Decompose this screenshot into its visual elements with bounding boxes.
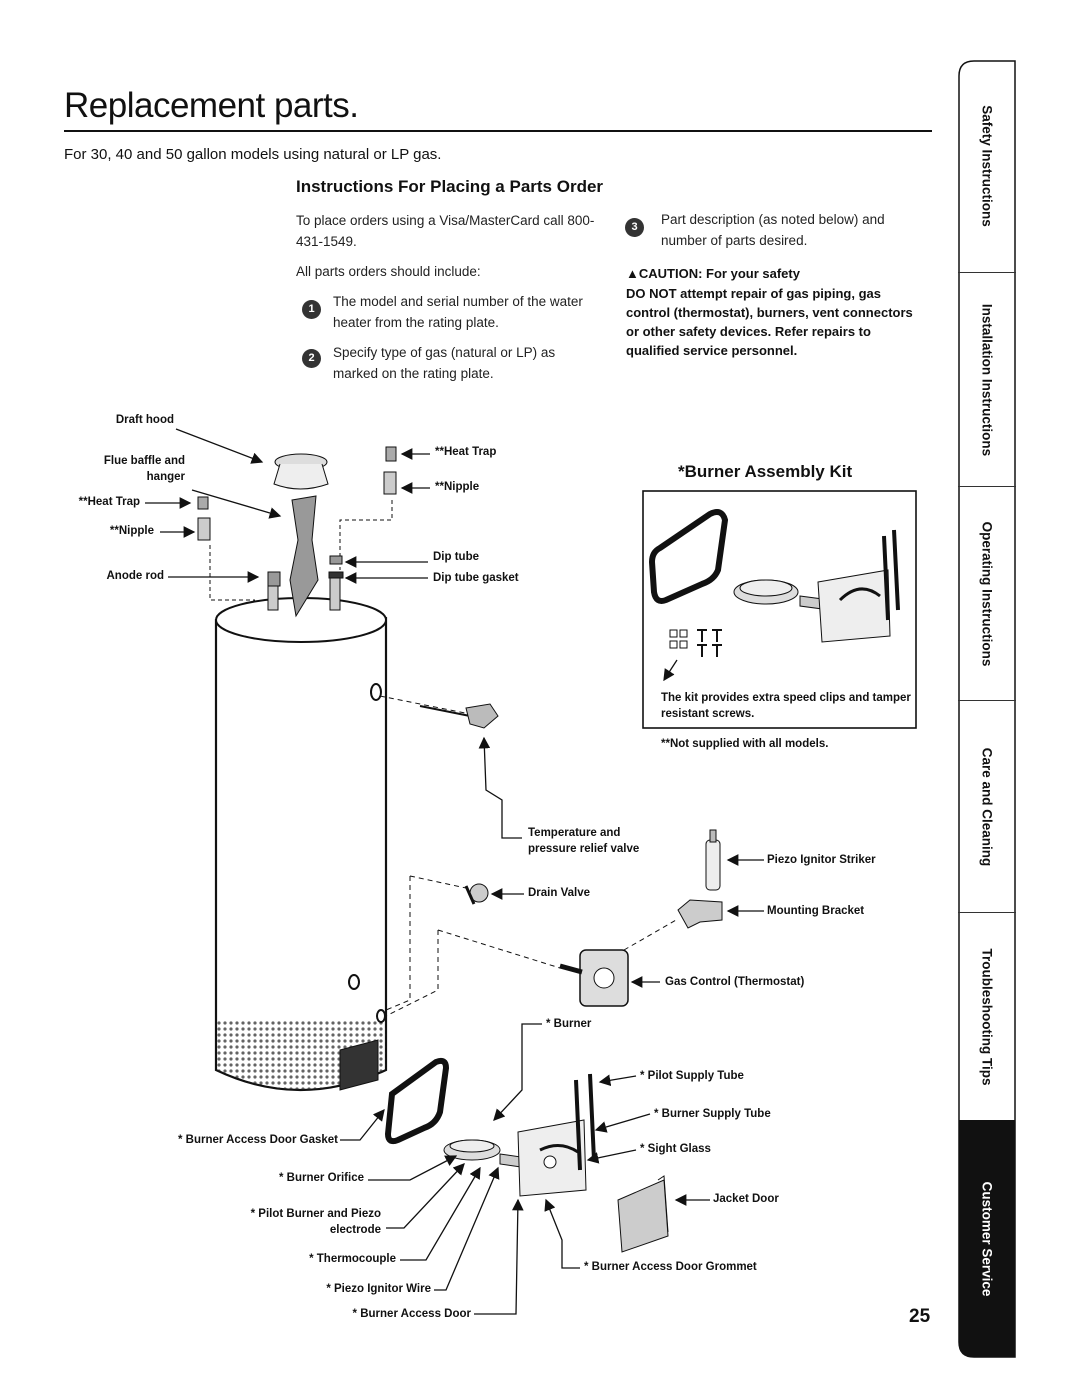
label-sight-glass: * Sight Glass — [640, 1143, 711, 1155]
label-tp-valve: Temperature and pressure relief valve — [528, 827, 640, 855]
nipple-right-icon — [383, 471, 397, 495]
mounting-bracket-icon — [677, 899, 723, 929]
kit-heading: *Burner Assembly Kit — [678, 462, 853, 481]
kit-burner-icon — [733, 579, 831, 611]
label-jacket-door: Jacket Door — [713, 1193, 779, 1205]
order-include-text: All parts orders should include: — [296, 264, 481, 279]
label-burner-supply: * Burner Supply Tube — [654, 1108, 771, 1120]
piezo-striker-icon — [705, 829, 721, 891]
caution-heading: ▲CAUTION: For your safety — [626, 264, 926, 283]
label-dip-tube-gasket: Dip tube gasket — [433, 572, 519, 584]
label-door-gasket: * Burner Access Door Gasket — [177, 1134, 338, 1146]
label-heat-trap-left: **Heat Trap — [78, 496, 140, 508]
kit-box — [642, 490, 917, 729]
label-flue-baffle: Flue baffle and hanger — [103, 455, 185, 483]
anode-rod-icon — [267, 571, 281, 587]
heat-trap-left-icon — [197, 496, 209, 510]
label-gas-control: Gas Control (Thermostat) — [665, 976, 805, 988]
caution-text: DO NOT attempt repair of gas piping, gas… — [626, 286, 913, 358]
door-gasket-icon — [384, 1057, 450, 1145]
tab-safety-instructions[interactable]: Safety Instructions — [958, 60, 1016, 272]
label-heat-trap-right: **Heat Trap — [435, 446, 497, 458]
kit-note: The kit provides extra speed clips and t… — [661, 692, 911, 720]
step-text-3: Part description (as noted below) and nu… — [661, 212, 885, 248]
caution-title: CAUTION: For your safety — [638, 266, 800, 281]
parts-diagram — [145, 428, 917, 1315]
tp-valve-icon — [379, 695, 499, 729]
page-subtitle: For 30, 40 and 50 gallon models using na… — [64, 146, 442, 163]
warning-triangle-icon: ▲ — [626, 266, 639, 281]
label-burner-orifice: * Burner Orifice — [279, 1172, 364, 1184]
tab-label: Operating Instructions — [979, 521, 995, 667]
page-number: 25 — [909, 1306, 931, 1327]
step-number-1: 1 — [302, 300, 321, 319]
tab-label: Troubleshooting Tips — [979, 948, 995, 1086]
label-piezo-wire: * Piezo Ignitor Wire — [326, 1283, 431, 1295]
flue-baffle-icon — [289, 495, 319, 618]
tab-care-and-cleaning[interactable]: Care and Cleaning — [958, 700, 1016, 913]
step-text-2: Specify type of gas (natural or LP) as m… — [333, 345, 556, 381]
tab-customer-service[interactable]: Customer Service — [958, 1120, 1016, 1358]
step-number-2: 2 — [302, 349, 321, 368]
tab-operating-instructions[interactable]: Operating Instructions — [958, 486, 1016, 701]
label-draft-hood: Draft hood — [115, 414, 174, 426]
label-thermocouple: * Thermocouple — [309, 1253, 396, 1265]
step-number-3: 3 — [625, 218, 644, 237]
label-nipple-right: **Nipple — [435, 481, 480, 493]
tab-installation-instructions[interactable]: Installation Instructions — [958, 272, 1016, 487]
dip-tube-icon — [328, 555, 344, 579]
tab-label: Installation Instructions — [979, 303, 995, 457]
label-pilot-supply: * Pilot Supply Tube — [640, 1070, 744, 1082]
label-mounting-bracket: Mounting Bracket — [767, 905, 865, 917]
water-heater-tank — [214, 574, 388, 1092]
label-drain-valve: Drain Valve — [528, 887, 591, 899]
gas-control-icon — [385, 919, 677, 1017]
tab-label: Customer Service — [979, 1181, 995, 1297]
drain-valve-icon — [385, 875, 489, 1011]
label-piezo-striker: Piezo Ignitor Striker — [767, 854, 876, 866]
order-intro: To place orders using a Visa/MasterCard … — [296, 213, 595, 249]
jacket-door-icon — [617, 1175, 669, 1253]
tab-label: Care and Cleaning — [979, 747, 995, 867]
kit-gasket-icon — [648, 509, 729, 604]
kit-manifold-icon — [817, 529, 900, 643]
page-title: Replacement parts. — [64, 86, 359, 125]
kit-clips-screws-icon — [669, 629, 722, 657]
label-access-door: * Burner Access Door — [352, 1308, 471, 1320]
label-pilot-burner: * Pilot Burner and Piezo electrode — [250, 1208, 381, 1236]
tab-label: Safety Instructions — [979, 105, 995, 227]
draft-hood-icon — [273, 453, 329, 490]
tab-troubleshooting-tips[interactable]: Troubleshooting Tips — [958, 912, 1016, 1121]
heat-trap-right-icon — [385, 446, 397, 462]
step-text-1: The model and serial number of the water… — [333, 294, 583, 330]
label-door-grommet: * Burner Access Door Grommet — [584, 1261, 757, 1273]
title-rule — [64, 130, 932, 132]
nipple-left-icon — [197, 517, 211, 541]
sidebar-frame — [958, 60, 1016, 1358]
kit-footnote: **Not supplied with all models. — [661, 738, 829, 750]
label-anode-rod: Anode rod — [106, 570, 165, 582]
section-sidebar: Safety Instructions Installation Instruc… — [958, 60, 1016, 1358]
label-nipple-left: **Nipple — [109, 525, 154, 537]
order-heading: Instructions For Placing a Parts Order — [296, 177, 604, 196]
label-burner: * Burner — [546, 1018, 592, 1030]
label-dip-tube: Dip tube — [433, 551, 479, 563]
burner-assembly-icon — [443, 1073, 596, 1197]
